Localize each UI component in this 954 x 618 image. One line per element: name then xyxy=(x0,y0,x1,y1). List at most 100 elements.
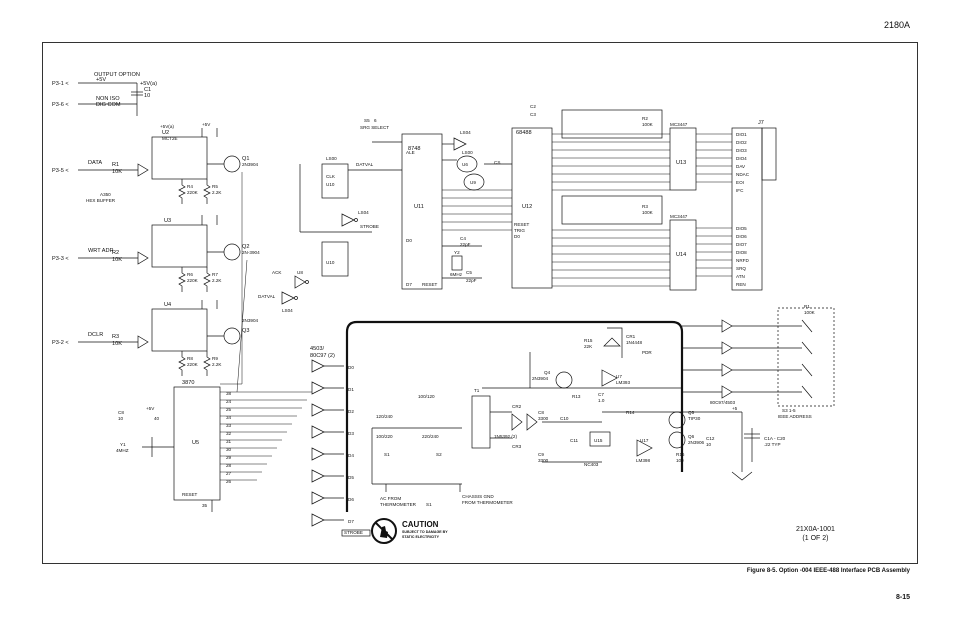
label-addr-buf: 80C97/4503 xyxy=(710,400,735,405)
label-c7v: 1.0 xyxy=(598,398,605,403)
u5-pin: 24 xyxy=(226,399,232,404)
label-r15v: 22K xyxy=(584,344,593,349)
label-u12-type: 68488 xyxy=(516,130,532,136)
label-j7: J7 xyxy=(758,120,764,126)
u5-pin: 28 xyxy=(226,463,232,468)
j7-sig: REN xyxy=(736,282,746,287)
label-r5: R5 xyxy=(212,184,218,189)
label-r15: R15 xyxy=(584,338,593,343)
caution-line2: STATIC ELECTRICITY xyxy=(402,535,439,539)
label-u5-c8: C8 xyxy=(118,410,124,415)
u5-pin: 34 xyxy=(226,415,232,420)
label-dclr: DCLR xyxy=(88,332,103,338)
label-q3: Q3 xyxy=(242,328,249,334)
j7-sig: ATN xyxy=(736,274,745,279)
label-u11: U11 xyxy=(414,204,424,210)
page-number: 8-15 xyxy=(895,594,910,601)
label-u13: U13 xyxy=(676,160,686,166)
label-q5: Q5 xyxy=(688,410,695,415)
output-option-title: OUTPUT OPTION xyxy=(94,72,140,78)
label-5va-u2: +5V(a) xyxy=(160,124,174,129)
label-dig-com: DIG COM xyxy=(96,102,121,108)
u5-pin: 31 xyxy=(226,439,232,444)
label-r6: R6 xyxy=(187,272,193,277)
label-p3-3: P3-3 < xyxy=(52,256,69,262)
label-q2-type: 2N-3904 xyxy=(242,250,260,255)
label-r4v: 220K xyxy=(187,190,199,195)
label-srg-select: SRG SELECT xyxy=(360,125,389,130)
label-u10-a: U10 xyxy=(326,182,335,187)
j7-sig: NRFD xyxy=(736,258,749,263)
label-u11-type: 8748 xyxy=(408,146,420,152)
label-c4v: 22pF xyxy=(460,242,471,247)
label-c11: C11 xyxy=(570,438,579,443)
j7-sig: IFC xyxy=(736,188,744,193)
j7-sig: DIO2 xyxy=(736,140,747,145)
label-c1v: 10 xyxy=(144,93,150,99)
drawing-number-block: 21X0A-1001 (1 OF 2) xyxy=(796,525,835,543)
label-y2v: 6MHz xyxy=(450,272,463,277)
label-r2: R2 xyxy=(112,250,119,256)
label-c12v: 10 xyxy=(706,442,712,447)
label-r8v: 220K xyxy=(187,362,199,367)
label-q4: Q4 xyxy=(544,370,551,375)
drawing-number: 21X0A-1001 xyxy=(796,526,835,533)
buffer-out: D0 xyxy=(348,365,354,370)
label-u2: U2 xyxy=(162,130,169,136)
label-u5-pin40: 40 xyxy=(154,416,160,421)
buffer-out: D5 xyxy=(348,475,354,480)
label-nc403: NC403 xyxy=(584,462,599,467)
label-u10-b: U10 xyxy=(326,260,335,265)
label-u6: U6 xyxy=(462,162,468,167)
j7-sig: DIO1 xyxy=(736,132,747,137)
label-r3v: 10K xyxy=(112,341,122,347)
label-u9: U9 xyxy=(470,180,476,185)
caution-text: SUBJECT TO DAMAGE BY STATIC ELECTRICITY xyxy=(402,530,448,540)
label-u2-type: MCT2E xyxy=(162,136,178,141)
label-r9v: 2.2K xyxy=(212,362,222,367)
label-t1: T1 xyxy=(474,388,480,393)
label-y2: Y2 xyxy=(454,250,460,255)
label-u11-ls04: LS04 xyxy=(460,130,471,135)
label-ac-therm: THERMOMETER xyxy=(380,502,417,507)
label-5v: +5V xyxy=(96,77,106,83)
j7-sig: NDAC xyxy=(736,172,750,177)
label-r9: R9 xyxy=(212,356,218,361)
u5-pin: 32 xyxy=(226,431,232,436)
document-code: 2180A xyxy=(883,20,910,30)
label-c7: C7 xyxy=(598,392,604,397)
label-u13-type: MC3447 xyxy=(670,122,688,127)
label-u17: U17 xyxy=(640,438,649,443)
label-plus5-out: +5 xyxy=(732,406,738,411)
label-ack: ACK xyxy=(272,270,282,275)
j7-sig: DIO3 xyxy=(736,148,747,153)
label-80c97: 80C97 (2) xyxy=(310,353,335,359)
label-u14: U14 xyxy=(676,252,686,258)
label-c1a: C1A - C20 xyxy=(764,436,786,441)
label-ls04-b: LS04 xyxy=(282,308,293,313)
label-u11-d0: D0 xyxy=(406,238,412,243)
label-r6v: 220K xyxy=(187,278,199,283)
label-sw1: 120/240 xyxy=(376,414,393,419)
label-u5-c8v: 10 xyxy=(118,416,124,421)
label-u8: U8 xyxy=(297,270,303,275)
label-c10: C10 xyxy=(560,416,569,421)
j7-sig: DIO4 xyxy=(736,156,747,161)
label-u12-reset: RESET xyxy=(514,222,530,227)
label-c1av: .22 TYP xyxy=(764,442,781,447)
label-u10-ls00: LS00 xyxy=(326,156,337,161)
label-r2v-pack: 100K xyxy=(642,122,654,127)
label-q3-type: 2N3904 xyxy=(242,318,259,323)
label-wrt-adr: WRT ADR xyxy=(88,248,114,254)
label-c1: C1 xyxy=(144,87,151,93)
label-pdr: PDR xyxy=(642,350,652,355)
label-c2: C2 xyxy=(530,104,536,109)
label-r7: R7 xyxy=(212,272,218,277)
label-u15: U15 xyxy=(594,438,603,443)
label-pc8v: 3300 xyxy=(538,416,549,421)
label-r14: R14 xyxy=(626,410,635,415)
label-c5: C5 xyxy=(466,270,472,275)
label-u5: U5 xyxy=(192,440,199,446)
label-u5-reset: RESET xyxy=(182,492,198,497)
label-u7t: LM393 xyxy=(616,380,630,385)
